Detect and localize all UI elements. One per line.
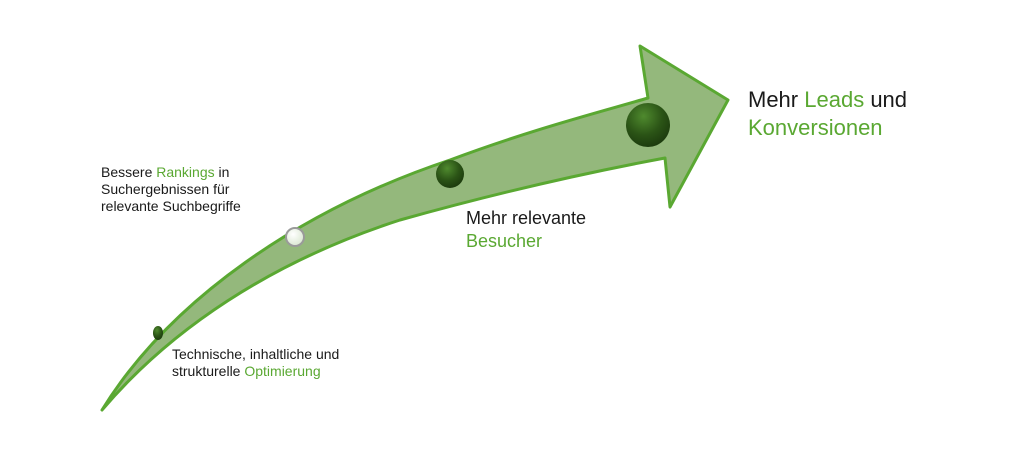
curved-arrow — [100, 44, 730, 412]
label-text: relevante Suchbegriffe — [101, 197, 241, 214]
highlight-text: Konversionen — [748, 114, 883, 140]
highlight-text: Rankings — [156, 164, 215, 180]
stage-1-dot — [153, 326, 163, 340]
label-text: strukturelle — [172, 362, 245, 379]
label-text: Suchergebnissen für — [101, 180, 230, 197]
highlight-text: Besucher — [466, 231, 543, 252]
label-text: Technische, inhaltliche und — [172, 346, 340, 362]
stage-3-dot — [436, 160, 464, 188]
label-text: Mehr — [748, 87, 805, 112]
label-text: und — [864, 87, 908, 112]
label-text: Mehr relevante — [466, 208, 587, 228]
label-text: Bessere — [101, 164, 157, 180]
highlight-text: Optimierung — [244, 362, 321, 379]
stage-4-dot — [626, 103, 670, 147]
highlight-text: Leads — [804, 87, 865, 112]
stage-2-dot — [285, 227, 305, 247]
label-text: in — [214, 164, 230, 180]
